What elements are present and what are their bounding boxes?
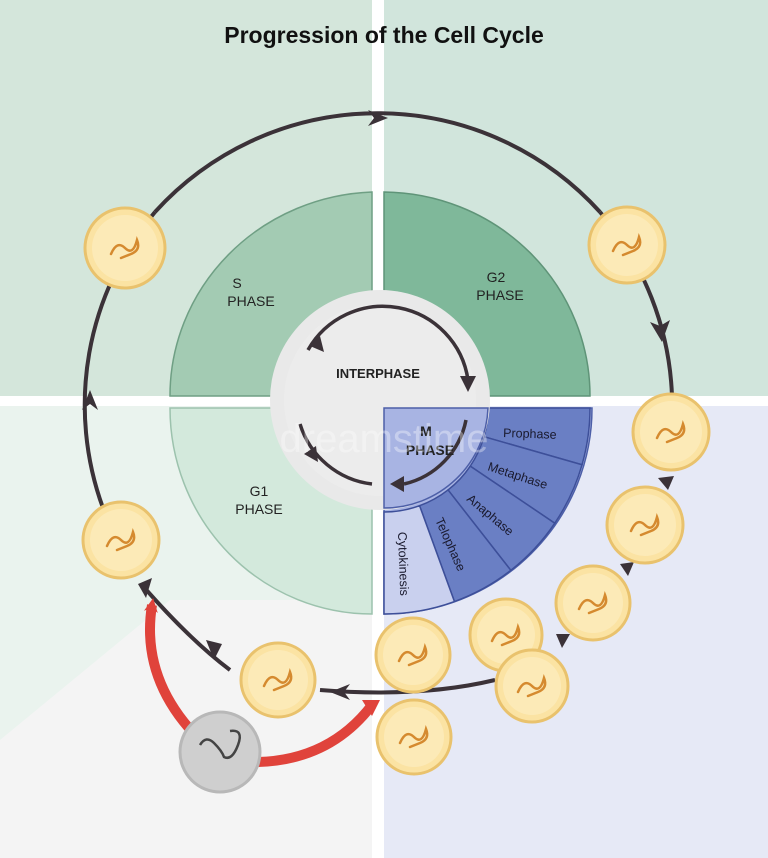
arrowhead-mphase-2: [620, 562, 634, 576]
red-arrow-from-mitosis: [257, 701, 376, 767]
arrowhead-left: [82, 390, 98, 410]
prophase-label: Prophase: [503, 426, 557, 442]
cytokinesis-label: Cytokinesis: [395, 532, 411, 596]
arrowhead-mphase-1: [658, 476, 674, 490]
red-arrowhead-from-mitosis: [362, 700, 380, 716]
phase-labels: S PHASE G2 PHASE G1 PHASE INTERPHASE M P…: [227, 269, 523, 517]
arrowhead-mphase-3: [556, 634, 570, 648]
cell-telophase-2: [494, 648, 570, 724]
cell-anaphase: [554, 564, 632, 642]
cell-s-phase: [83, 206, 167, 290]
g1-phase-label-1: G1: [250, 483, 269, 499]
cell-g1-late: [239, 641, 317, 719]
cell-g0-quiescent: [178, 710, 262, 794]
cell-daughter-2: [375, 698, 453, 776]
m-phase-label-2: PHASE: [406, 442, 454, 458]
cells-layer: [81, 205, 711, 794]
interphase-label: INTERPHASE: [336, 366, 420, 381]
diagram-title: Progression of the Cell Cycle: [224, 22, 544, 48]
arrowhead-right: [650, 320, 670, 342]
m-phase-label-1: M: [420, 423, 432, 439]
g2-phase-label-1: G2: [487, 269, 506, 285]
arrowhead-lower: [206, 640, 222, 660]
cell-daughter-1: [374, 616, 452, 694]
g1-phase-label-2: PHASE: [235, 501, 282, 517]
interphase-inner-arrowhead-3: [310, 336, 324, 352]
interphase-inner-arrowhead-1: [460, 376, 476, 392]
arrowhead-bottom: [330, 684, 350, 700]
interphase-inner-arrow: [306, 304, 470, 381]
cell-prophase: [631, 392, 711, 472]
phase-wheel: [169, 191, 593, 615]
interphase-inner-arrow-lower: [298, 423, 373, 486]
m-core-arrowhead: [390, 476, 404, 492]
m-subphase-bands: [383, 407, 591, 615]
cell-g1: [81, 500, 161, 580]
g0-exit-arrows: [143, 598, 380, 767]
m-core-arrow: [403, 419, 468, 486]
arrowhead-bottom-left: [138, 578, 152, 598]
watermark: dreamstime: [280, 417, 489, 461]
g2-phase-label-2: PHASE: [476, 287, 523, 303]
s-phase-label-2: PHASE: [227, 293, 274, 309]
arrowhead-top: [368, 110, 388, 126]
cell-g2-phase: [587, 205, 667, 285]
cell-metaphase: [605, 485, 685, 565]
s-phase-label-1: S: [232, 275, 241, 291]
interphase-inner-arrowhead-2: [304, 446, 318, 462]
cytokinesis-band: [383, 504, 456, 615]
red-arrow-to-g1: [143, 598, 204, 744]
